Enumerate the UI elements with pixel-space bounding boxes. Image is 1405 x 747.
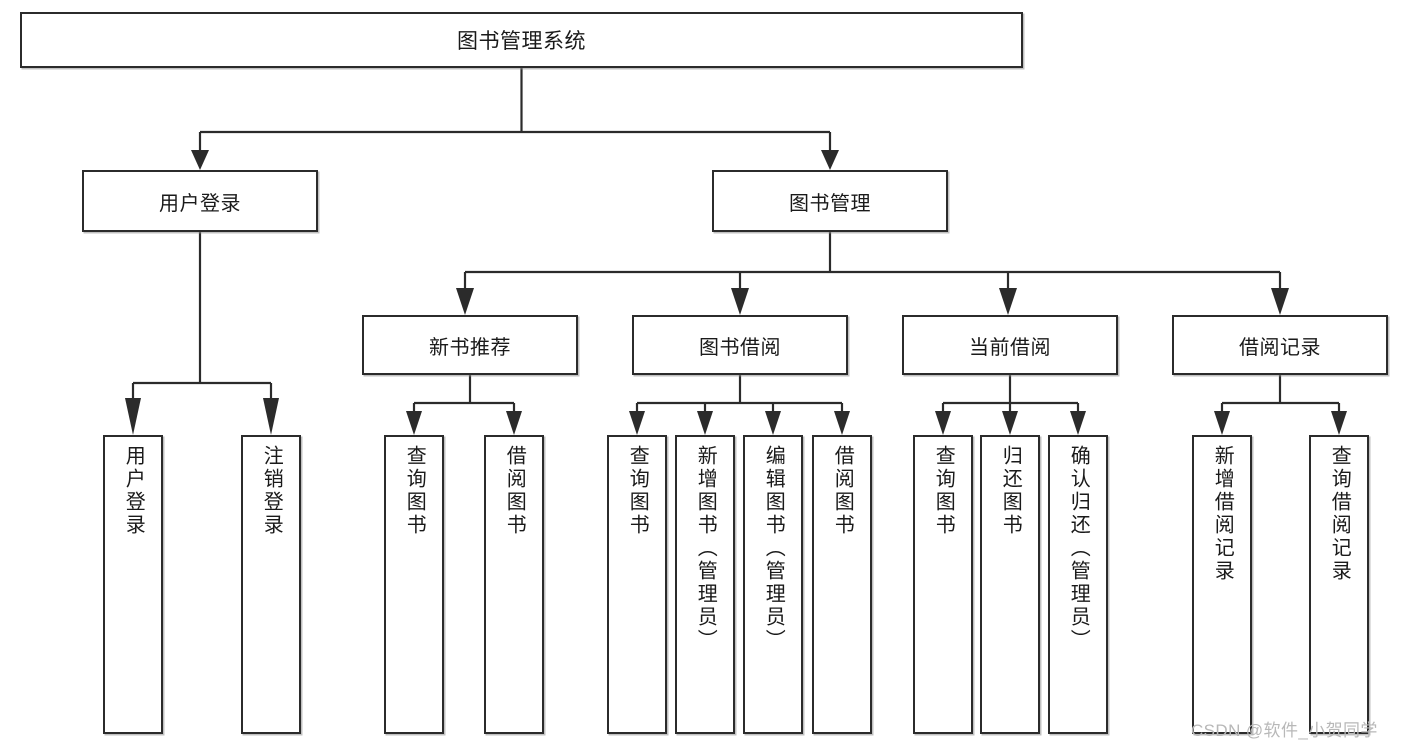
arrowhead-leaf-return-book [1002, 411, 1018, 435]
node-new-book-recommend[interactable]: 新书推荐 [362, 315, 578, 375]
arrowhead-book-borrow [731, 288, 749, 315]
node-current-borrow[interactable]: 当前借阅 [902, 315, 1118, 375]
arrowhead-current-borrow [999, 288, 1017, 315]
node-leaf-borrow-book-2[interactable]: 借阅图书 [812, 435, 872, 734]
node-root-label: 图书管理系统 [457, 30, 586, 53]
node-book-borrow-label: 图书借阅 [699, 336, 781, 359]
node-leaf-edit-book-label: 编辑图书（管理员） [762, 445, 785, 652]
node-leaf-logout-login-label: 注销登录 [260, 445, 283, 537]
node-leaf-user-login[interactable]: 用户登录 [103, 435, 163, 734]
node-leaf-query-book-3[interactable]: 查询图书 [913, 435, 973, 734]
node-leaf-query-record-label: 查询借阅记录 [1328, 445, 1351, 583]
arrowhead-leaf-user-login [125, 398, 141, 435]
node-leaf-borrow-book-1-label: 借阅图书 [503, 445, 526, 537]
node-current-borrow-label: 当前借阅 [969, 336, 1051, 359]
node-leaf-query-book-1[interactable]: 查询图书 [384, 435, 444, 734]
arrowhead-leaf-query-book-3 [935, 411, 951, 435]
node-leaf-query-record[interactable]: 查询借阅记录 [1309, 435, 1369, 734]
arrowhead-user-login [191, 150, 209, 170]
watermark-text: CSDN @软件_小贺同学 [1191, 721, 1378, 740]
arrowhead-leaf-borrow-book-2 [834, 411, 850, 435]
arrowhead-leaf-add-book [697, 411, 713, 435]
arrowhead-leaf-query-book-2 [629, 411, 645, 435]
arrowhead-leaf-logout-login [263, 398, 279, 435]
node-leaf-user-login-label: 用户登录 [122, 445, 145, 537]
node-leaf-query-book-2[interactable]: 查询图书 [607, 435, 667, 734]
arrowhead-borrow-record [1271, 288, 1289, 315]
node-leaf-borrow-book-1[interactable]: 借阅图书 [484, 435, 544, 734]
node-leaf-query-book-2-label: 查询图书 [626, 445, 649, 537]
arrowhead-book-management [821, 150, 839, 170]
node-user-login[interactable]: 用户登录 [82, 170, 318, 232]
node-leaf-return-book[interactable]: 归还图书 [980, 435, 1040, 734]
node-borrow-record-label: 借阅记录 [1239, 336, 1321, 359]
node-leaf-add-book[interactable]: 新增图书（管理员） [675, 435, 735, 734]
node-root[interactable]: 图书管理系统 [20, 12, 1023, 68]
arrowhead-new-book-recommend [456, 288, 474, 315]
node-borrow-record[interactable]: 借阅记录 [1172, 315, 1388, 375]
arrowhead-leaf-query-book-1 [406, 411, 422, 435]
arrowhead-leaf-edit-book [765, 411, 781, 435]
node-leaf-add-record-label: 新增借阅记录 [1211, 445, 1234, 583]
arrowhead-leaf-borrow-book-1 [506, 411, 522, 435]
node-leaf-return-book-label: 归还图书 [999, 445, 1022, 537]
node-leaf-add-book-label: 新增图书（管理员） [694, 445, 717, 652]
node-leaf-logout-login[interactable]: 注销登录 [241, 435, 301, 734]
arrowhead-leaf-confirm-return [1070, 411, 1086, 435]
node-user-login-label: 用户登录 [159, 192, 241, 215]
node-book-borrow[interactable]: 图书借阅 [632, 315, 848, 375]
node-leaf-confirm-return[interactable]: 确认归还（管理员） [1048, 435, 1108, 734]
node-leaf-add-record[interactable]: 新增借阅记录 [1192, 435, 1252, 734]
node-leaf-query-book-1-label: 查询图书 [403, 445, 426, 537]
node-new-book-recommend-label: 新书推荐 [429, 336, 511, 359]
node-leaf-confirm-return-label: 确认归还（管理员） [1067, 445, 1090, 652]
node-leaf-query-book-3-label: 查询图书 [932, 445, 955, 537]
node-leaf-edit-book[interactable]: 编辑图书（管理员） [743, 435, 803, 734]
node-leaf-borrow-book-2-label: 借阅图书 [831, 445, 854, 537]
node-book-management[interactable]: 图书管理 [712, 170, 948, 232]
node-book-management-label: 图书管理 [789, 192, 871, 215]
arrowhead-leaf-query-record [1331, 411, 1347, 435]
arrowhead-leaf-add-record [1214, 411, 1230, 435]
